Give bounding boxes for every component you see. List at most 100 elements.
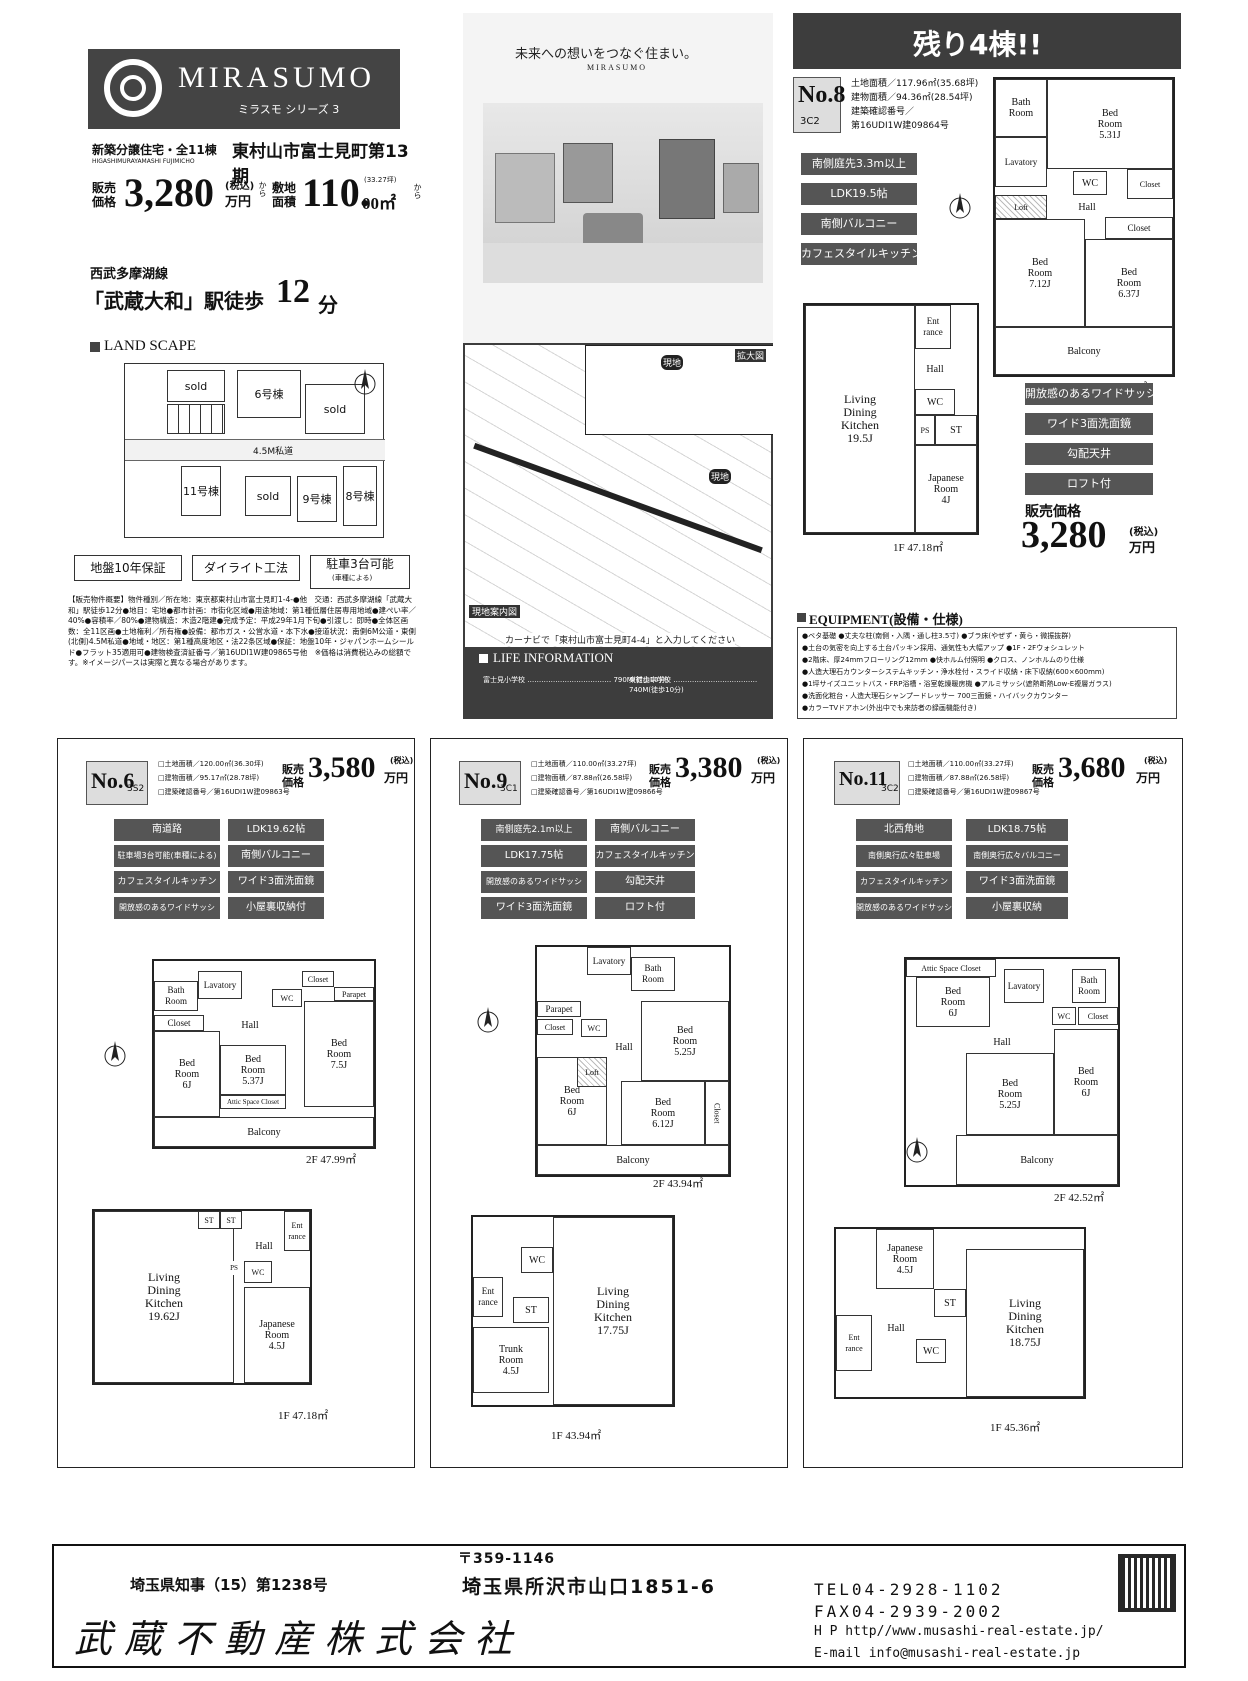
map-note: カーナビで「東村山市富士見町4-4」と入力してください — [505, 633, 736, 646]
room: Attic Space Closet — [906, 959, 996, 977]
unit8-panel: 残り4棟!! No.8 3C2 土地面積／117.96㎡(35.68坪) 建物面… — [793, 13, 1181, 719]
company-hp[interactable]: H P http//www.musashi-real-estate.jp/ — [814, 1624, 1104, 1639]
room: PS — [224, 1261, 244, 1275]
unit9-price-tax: (税込) — [757, 756, 781, 765]
summary-price-suffix: から — [258, 181, 267, 197]
room: Closet — [302, 971, 334, 987]
unit11-no: No.11 3C2 — [834, 761, 900, 805]
unit11-price-unit: 万円 — [1136, 771, 1161, 785]
unit6-tag: LDK19.62帖 — [228, 819, 324, 841]
room: Hall — [607, 1037, 641, 1057]
company-address: 埼玉県所沢市山口1851-6 — [462, 1576, 716, 1598]
feature-box: 駐車3台可能 — [310, 555, 410, 589]
unit6-tag: 開放感のあるワイドサッシ — [114, 897, 220, 919]
room: Bed Room 6J — [916, 977, 990, 1027]
rendering-area: 未来への想いをつなぐ住まい。 MIRASUMO — [463, 13, 773, 343]
room: Attic Space Closet — [220, 1095, 286, 1109]
unit6-price-unit: 万円 — [384, 771, 409, 785]
unit11-tag: 小屋裏収納 — [966, 897, 1068, 919]
room: WC — [244, 1261, 272, 1283]
unit11-floor2-label: 2F 42.52㎡ — [1054, 1192, 1105, 1204]
unit8-tag: ロフト付 — [1025, 473, 1153, 495]
unit8-tag: 南側バルコニー — [801, 213, 917, 235]
access-min-unit: 分 — [318, 293, 338, 317]
unit9-tag: 南側庭先2.1m以上 — [481, 819, 587, 841]
unit8-tag: 勾配天井 — [1025, 443, 1153, 465]
room: Hall — [915, 349, 955, 389]
room: Bed Room 6J — [1054, 1029, 1118, 1135]
unit8-floor1-label: 1F 47.18㎡ — [893, 542, 944, 554]
unit9-tag: LDK17.75帖 — [481, 845, 587, 867]
site-lot: 8号棟 — [343, 466, 377, 526]
room: Hall — [244, 1231, 284, 1261]
equipment-item: ●人造大理石カウンターシステムキッチン・浄水栓付・スライド収納・床下収納(600… — [802, 668, 1105, 676]
room: Hall — [210, 1015, 290, 1035]
life-marker — [479, 654, 488, 663]
logo-banner: MIRASUMO ミラスモ シリーズ 3 — [88, 49, 400, 129]
qr-code-icon — [1118, 1554, 1176, 1612]
feature-box: 地盤10年保証 — [74, 555, 182, 581]
room: WC — [272, 989, 302, 1007]
unit8-tag: 南側庭先3.3m以上 — [801, 153, 917, 175]
landscape-marker — [90, 342, 100, 352]
room: Closet — [705, 1081, 729, 1145]
room: Bath Room — [631, 957, 675, 991]
life-title: LIFE INFORMATION — [493, 650, 614, 665]
map-site-marker: 現地 — [661, 355, 684, 370]
equipment-item: ●ベタ基礎 ●丈夫な柱(南側・入隅・通し柱3.5寸) ●ブラ床(やぜず・黄ら・微… — [802, 632, 1071, 640]
room: Loft — [577, 1057, 607, 1087]
unit6-tag: 南道路 — [114, 819, 220, 841]
summary-price-unit: 万円 — [225, 195, 252, 210]
room: Bed Room 7.5J — [304, 1001, 374, 1107]
project-type: 新築分譲住宅・全11棟 — [92, 143, 217, 157]
unit9-floor1-label: 1F 43.94㎡ — [551, 1430, 602, 1442]
room: Balcony — [956, 1135, 1118, 1185]
equipment-item: ●2階床、厚24mmフローリング12mm ●快ホルム付照明 ●クロス、ノンホルム… — [802, 656, 1085, 664]
unit9-floor2-plan: Lavatory Bath Room Parapet Closet Bed Ro… — [535, 945, 731, 1177]
brand-name: MIRASUMO — [178, 61, 376, 94]
unit6-price-tax: (税込) — [390, 756, 414, 765]
room: Hall — [1047, 195, 1127, 219]
unit9-panel: No.9 3C1 □土地面積／110.00㎡(33.27坪) □建物面積／87.… — [430, 738, 788, 1468]
unit11-tag: 南側奥行広々駐車場 — [856, 845, 952, 867]
unit9-no: No.9 3C1 — [459, 761, 521, 805]
unit9-floor2-label: 2F 43.94㎡ — [653, 1178, 704, 1190]
site-lot: sold — [245, 476, 291, 516]
room: Living Dining Kitchen 19.5J — [805, 305, 915, 533]
unit8-tag: LDK19.5帖 — [801, 183, 917, 205]
room: Living Dining Kitchen 18.75J — [966, 1249, 1084, 1397]
room: Bed Room 7.12J — [995, 219, 1085, 327]
unit9-spec: □建築確認番号／第16UDI1W建09866号 — [531, 788, 663, 796]
room: Ent rance — [836, 1315, 872, 1371]
unit6-panel: No.6 3S2 □土地面積／120.00㎡(36.30坪) □建物面積／95.… — [57, 738, 415, 1468]
room: WC — [521, 1247, 553, 1273]
summary-price: 3,280 — [124, 170, 214, 215]
unit9-tag: 勾配天井 — [595, 871, 695, 893]
unit9-spec: □土地面積／110.00㎡(33.27坪) — [531, 760, 637, 768]
summary-price-tax: (税込) — [225, 181, 255, 192]
company-mail[interactable]: E-mail info@musashi-real-estate.jp — [814, 1646, 1081, 1661]
site-plan: 4.5M私道 sold 6号棟 sold 11号棟 sold 9号棟 8号棟 — [124, 363, 385, 538]
room: Lavatory — [995, 137, 1047, 187]
site-parking — [167, 404, 225, 434]
unit8-spec: 建築確認番号／ — [851, 107, 915, 117]
room: Bed Room 6.37J — [1085, 239, 1173, 327]
unit9-price: 3,380 — [675, 751, 743, 784]
unit11-spec: □建築確認番号／第16UDI1W建09867号 — [908, 788, 1040, 796]
unit11-spec: □土地面積／110.00㎡(33.27坪) — [908, 760, 1014, 768]
unit11-tag: カフェスタイルキッチン — [856, 871, 952, 893]
site-lot: 6号棟 — [237, 370, 301, 418]
room: Bath Room — [995, 79, 1047, 137]
room: ST — [220, 1211, 242, 1229]
equipment-item: ●土台の気密を向上する土台パッキン採用、通気性も大幅アップ ●1F・2Fウォシュ… — [802, 644, 1086, 652]
north-arrow-icon — [104, 1041, 126, 1067]
brand-logo — [104, 59, 162, 117]
room: PS — [915, 415, 935, 445]
room: Parapet — [537, 1001, 581, 1017]
site-lot: 9号棟 — [297, 476, 337, 522]
north-arrow-icon — [906, 1137, 928, 1163]
room: WC — [1052, 1007, 1076, 1025]
feature-box: ダイライト工法 — [192, 555, 300, 581]
site-lot: 11号棟 — [181, 466, 221, 516]
unit11-price-label: 販売 価格 — [1032, 763, 1054, 789]
